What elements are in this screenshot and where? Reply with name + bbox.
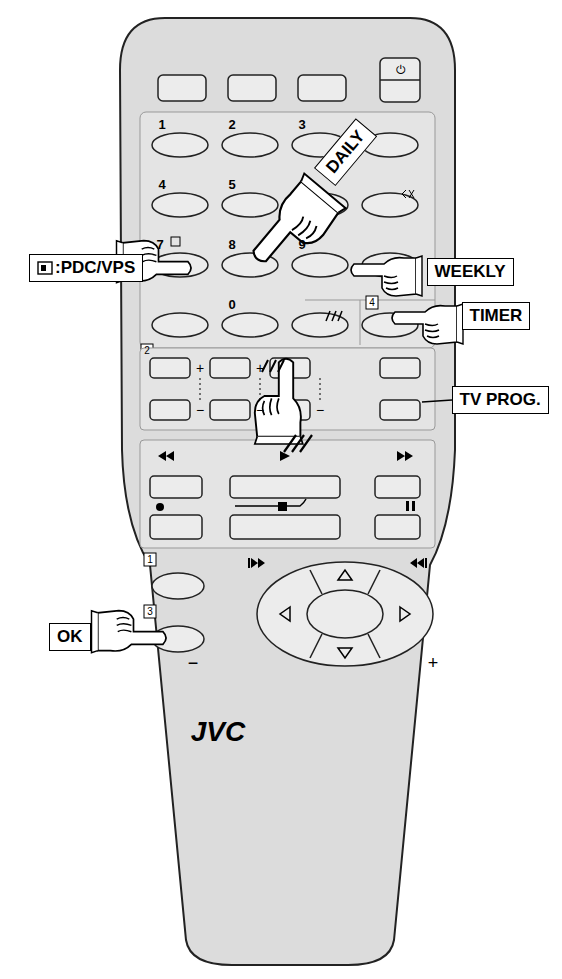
callout-text: :PDC/VPS [55,258,135,278]
svg-text:⏻: ⏻ [396,63,406,77]
button-label: 8 [228,238,235,251]
brand-logo: JVC [191,718,245,746]
panel-number: 4 [369,298,375,308]
button-label: 5 [228,178,235,191]
callout-text: OK [57,627,83,647]
panel-number: 3 [147,607,153,617]
panel-number: 2 [144,346,150,356]
button-label: + [428,654,439,672]
callout-box: OK [49,623,91,651]
callout-text: TV PROG. [460,390,541,410]
button-label: 0 [228,298,235,311]
button-label: 1 [158,118,165,131]
button-label: + [256,361,264,375]
button-label: 3 [298,118,305,131]
callout-box: TV PROG. [452,386,549,414]
callout-text: TIMER [470,306,523,326]
callout-box: :PDC/VPS [29,254,143,282]
button-label: − [188,654,199,672]
callout-box: WEEKLY [427,258,514,286]
button-label: 4 [158,178,165,191]
callout-text: WEEKLY [435,262,506,282]
button-label: + [196,361,204,375]
button-label: 9 [298,238,305,251]
button-label: − [256,403,264,417]
button-label: − [196,403,204,417]
button-label: 2 [228,118,235,131]
panel-number: 1 [147,555,153,565]
button-label: 7 [156,238,163,251]
callout-box: TIMER [462,302,531,330]
button-label: − [316,403,324,417]
pdc-icon [37,261,53,275]
